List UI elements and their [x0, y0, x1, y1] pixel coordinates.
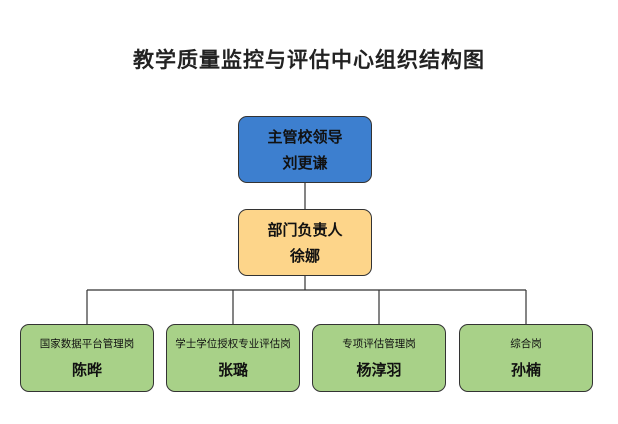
staff-role: 专项评估管理岗 [342, 337, 416, 350]
chart-title: 教学质量监控与评估中心组织结构图 [133, 48, 485, 72]
staff-name: 陈晔 [71, 360, 102, 379]
staff-box-special-evaluation: 专项评估管理岗 杨淳羽 [312, 324, 446, 392]
staff-box-data-platform: 国家数据平台管理岗 陈晔 [20, 324, 154, 392]
staff-role: 国家数据平台管理岗 [39, 337, 135, 350]
staff-name: 张璐 [217, 360, 248, 379]
department-head-role: 部门负责人 [267, 220, 343, 239]
leader-name: 刘更谦 [282, 153, 328, 172]
leader-box: 主管校领导 刘更谦 [238, 116, 372, 183]
staff-role: 综合岗 [510, 337, 542, 350]
staff-box-degree-evaluation: 学士学位授权专业评估岗 张璐 [166, 324, 300, 392]
department-head-box: 部门负责人 徐娜 [238, 209, 372, 276]
staff-box-general: 综合岗 孙楠 [459, 324, 593, 392]
department-head-name: 徐娜 [289, 246, 320, 265]
staff-name: 孙楠 [510, 360, 541, 379]
staff-role: 学士学位授权专业评估岗 [175, 337, 291, 350]
leader-role: 主管校领导 [267, 127, 343, 146]
staff-name: 杨淳羽 [356, 360, 402, 379]
